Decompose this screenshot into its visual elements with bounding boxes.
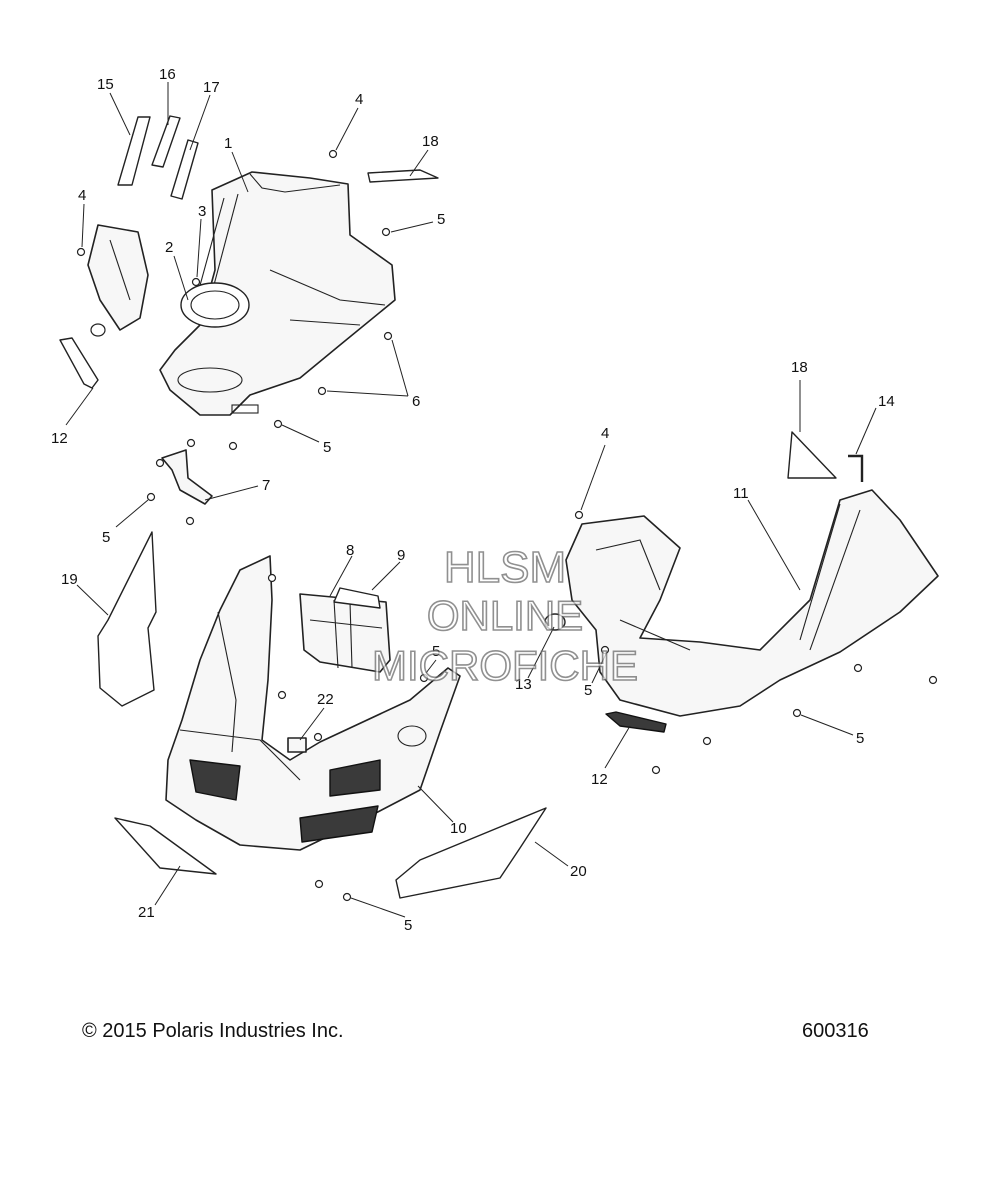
callout-20: 20 bbox=[570, 863, 587, 880]
part-18-foam-strip-upper bbox=[367, 169, 439, 183]
part-7-bracket bbox=[161, 449, 213, 505]
part-10-lower-cowl bbox=[165, 555, 461, 851]
callout-7: 7 bbox=[262, 477, 270, 494]
part-17-foam-strip bbox=[170, 139, 199, 200]
callout-17: 17 bbox=[203, 79, 220, 96]
watermark-line-1: HLSM bbox=[444, 543, 566, 592]
callout-18: 18 bbox=[791, 359, 808, 376]
part-15-foam-strip bbox=[117, 116, 151, 186]
callout-2: 2 bbox=[165, 239, 173, 256]
watermark-line-2: ONLINE bbox=[427, 592, 583, 639]
callout-4: 4 bbox=[78, 187, 86, 204]
callout-12: 12 bbox=[51, 430, 68, 447]
figure-number: 600316 bbox=[802, 1020, 869, 1042]
part-9-foam-pad bbox=[333, 587, 381, 609]
copyright-text: © 2015 Polaris Industries Inc. bbox=[82, 1020, 344, 1042]
part-2-ring bbox=[180, 282, 250, 328]
callout-4: 4 bbox=[601, 425, 609, 442]
callout-16: 16 bbox=[159, 66, 176, 83]
callout-12: 12 bbox=[591, 771, 608, 788]
part-20-foam-strip bbox=[395, 807, 547, 899]
fasteners bbox=[76, 149, 938, 902]
callout-10: 10 bbox=[450, 820, 467, 837]
callout-21: 21 bbox=[138, 904, 155, 921]
callout-6: 6 bbox=[412, 393, 420, 410]
watermark: HLSM ONLINE MICROFICHE bbox=[371, 542, 639, 690]
leader-lines bbox=[65, 82, 877, 918]
callout-5: 5 bbox=[432, 643, 440, 660]
callout-14: 14 bbox=[878, 393, 895, 410]
part-11-side-panel bbox=[544, 489, 939, 717]
part-22-clip bbox=[287, 737, 307, 753]
callout-5: 5 bbox=[856, 730, 864, 747]
callout-11: 11 bbox=[733, 485, 749, 502]
callout-5: 5 bbox=[584, 682, 592, 699]
callout-9: 9 bbox=[397, 547, 405, 564]
callout-13: 13 bbox=[515, 676, 532, 693]
callout-5: 5 bbox=[404, 917, 412, 934]
callout-5: 5 bbox=[437, 211, 445, 228]
watermark-line-3: MICROFICHE bbox=[372, 642, 638, 689]
callout-3: 3 bbox=[198, 203, 206, 220]
callout-22: 22 bbox=[317, 691, 334, 708]
callout-8: 8 bbox=[346, 542, 354, 559]
part-19-foam-panel bbox=[97, 531, 157, 707]
part-8-vent-grille bbox=[299, 593, 391, 673]
callout-15: 15 bbox=[97, 76, 114, 93]
callout-4: 4 bbox=[355, 91, 363, 108]
part-12-bracket-lower bbox=[605, 711, 667, 733]
callout-1: 1 bbox=[224, 135, 232, 152]
callout-labels: 15 16 17 4 18 1 4 3 2 5 6 12 5 7 5 18 14… bbox=[51, 66, 895, 934]
callout-5: 5 bbox=[323, 439, 331, 456]
part-21-foam bbox=[114, 817, 217, 875]
part-14-pin bbox=[848, 454, 864, 482]
part-left-duct bbox=[87, 224, 149, 337]
callout-19: 19 bbox=[61, 571, 78, 588]
part-18-foam-wedge-right bbox=[787, 431, 837, 479]
callout-18: 18 bbox=[422, 133, 439, 150]
callout-5: 5 bbox=[102, 529, 110, 546]
part-16-foam-strip bbox=[151, 115, 181, 168]
part-12-bracket-upper bbox=[59, 337, 99, 389]
